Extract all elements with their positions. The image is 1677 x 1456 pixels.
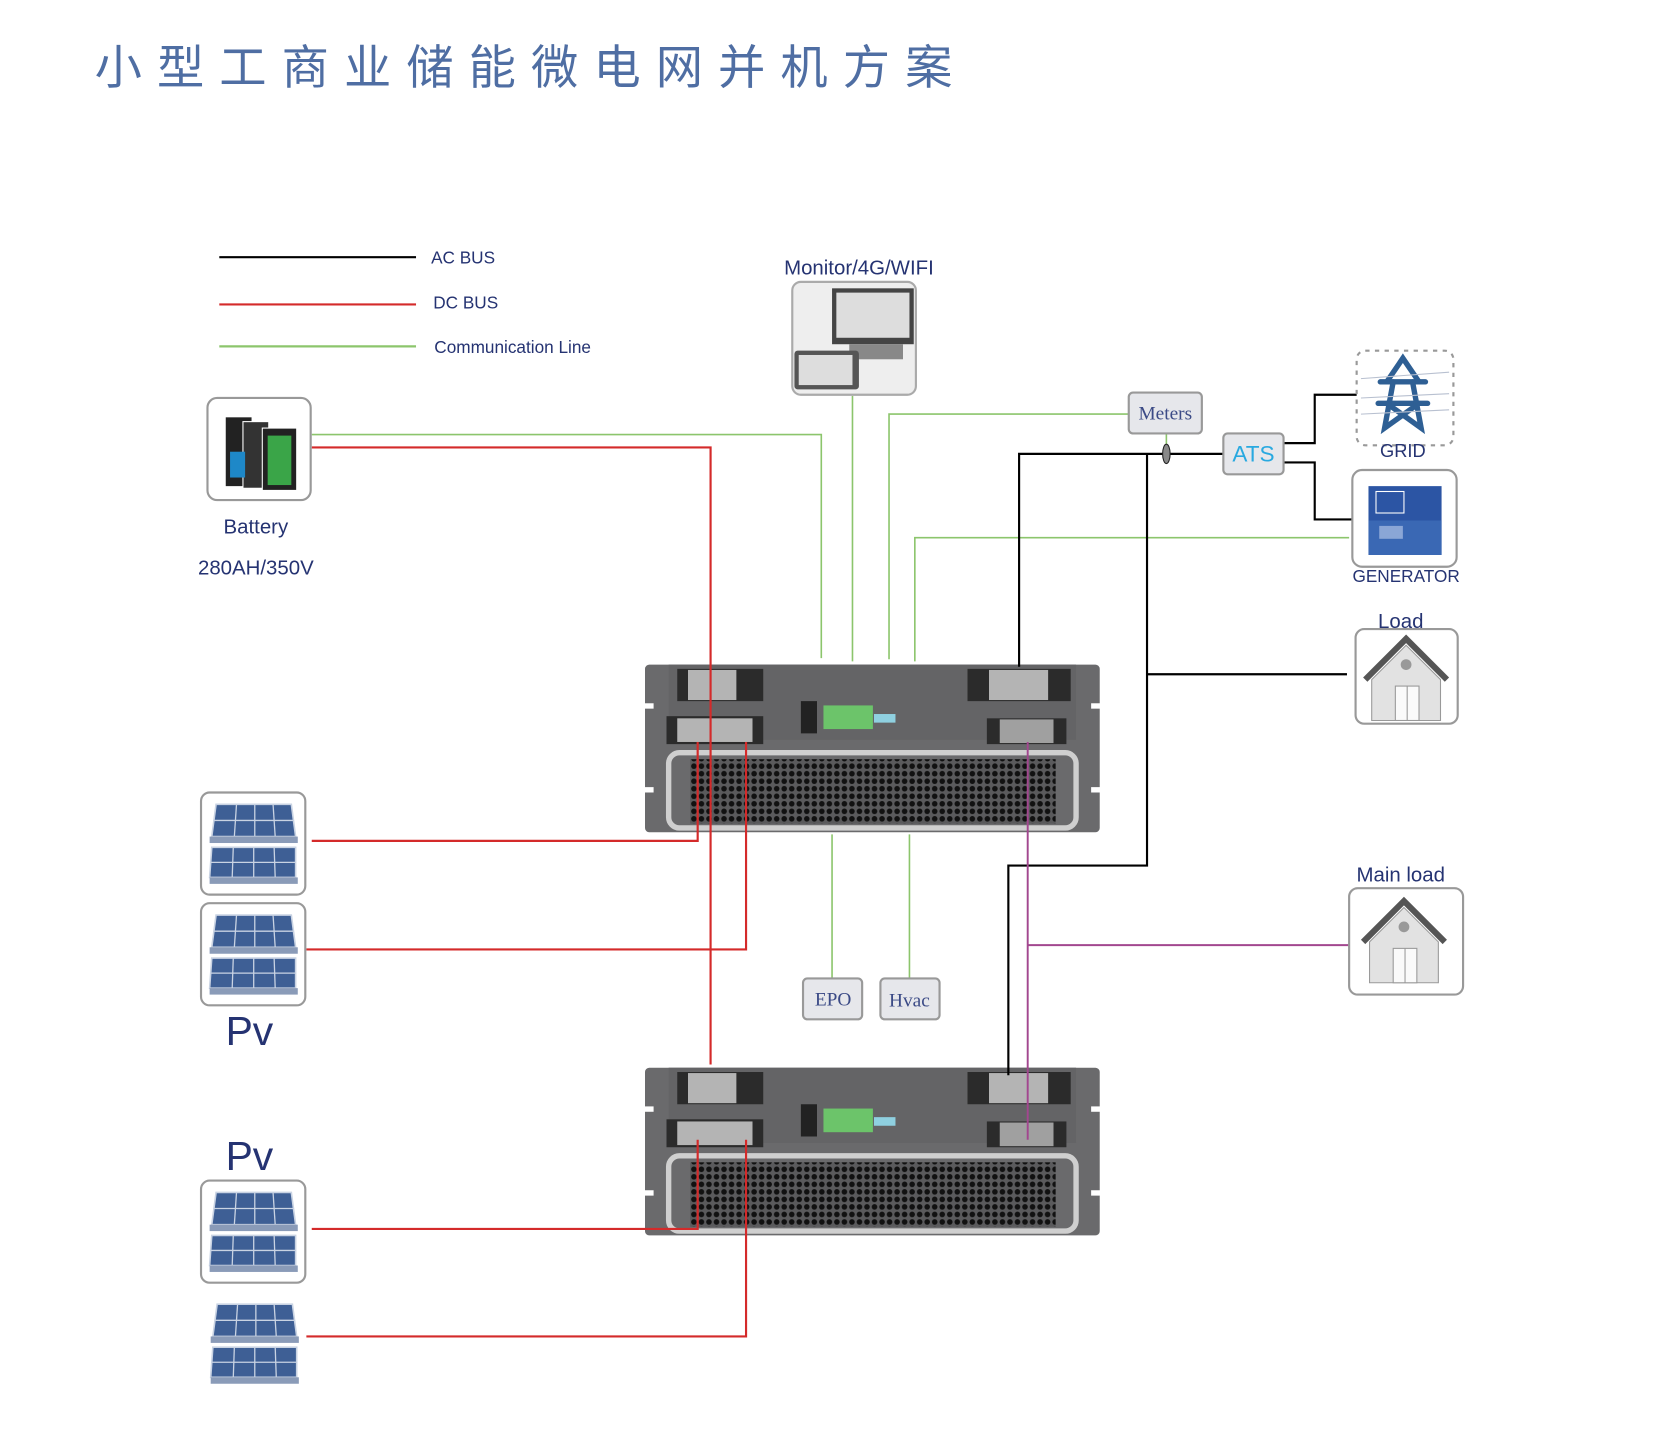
inverter-unit-1: [643, 665, 1102, 833]
current-transformer-icon: [1162, 443, 1171, 465]
ats-label: ATS: [1232, 441, 1274, 466]
pv-label-top: Pv: [226, 1008, 274, 1054]
generator-label: GENERATOR: [1352, 566, 1459, 586]
ats-box: [1222, 432, 1285, 476]
epo-label: EPO: [815, 989, 852, 1010]
battery-label: Battery: [224, 516, 289, 538]
load-label: Load: [1378, 611, 1423, 633]
monitor-label: Monitor/4G/WIFI: [784, 257, 934, 279]
pv-label-bottom: Pv: [226, 1133, 274, 1179]
battery-icon: [206, 396, 312, 502]
page-title: 小型工商业储能微电网并机方案: [95, 41, 968, 96]
ac-bus-lines: [1007, 393, 1357, 1076]
dc-bus-lines: [306, 446, 748, 1338]
inverter-unit-2: [643, 1068, 1102, 1236]
meters-box: [1127, 391, 1203, 435]
legend-ac-label: AC BUS: [431, 248, 495, 268]
communication-lines: [311, 395, 1350, 979]
meters-label: Meters: [1138, 403, 1192, 424]
monitor-icon: [791, 280, 917, 396]
legend-dc-label: DC BUS: [433, 293, 498, 313]
battery-spec: 280AH/350V: [198, 557, 314, 579]
hvac-box: [879, 977, 941, 1021]
epo-box: [801, 977, 864, 1021]
grid-tower-icon: [1355, 349, 1455, 447]
generator-icon: [1351, 468, 1458, 568]
hvac-label: Hvac: [889, 990, 930, 1011]
legend-comm-label: Communication Line: [434, 337, 591, 357]
solar-panel-icon: [209, 1303, 300, 1385]
grid-label: GRID: [1380, 440, 1426, 461]
main-load-label: Main load: [1356, 865, 1444, 887]
load-lines: [1026, 741, 1350, 1140]
